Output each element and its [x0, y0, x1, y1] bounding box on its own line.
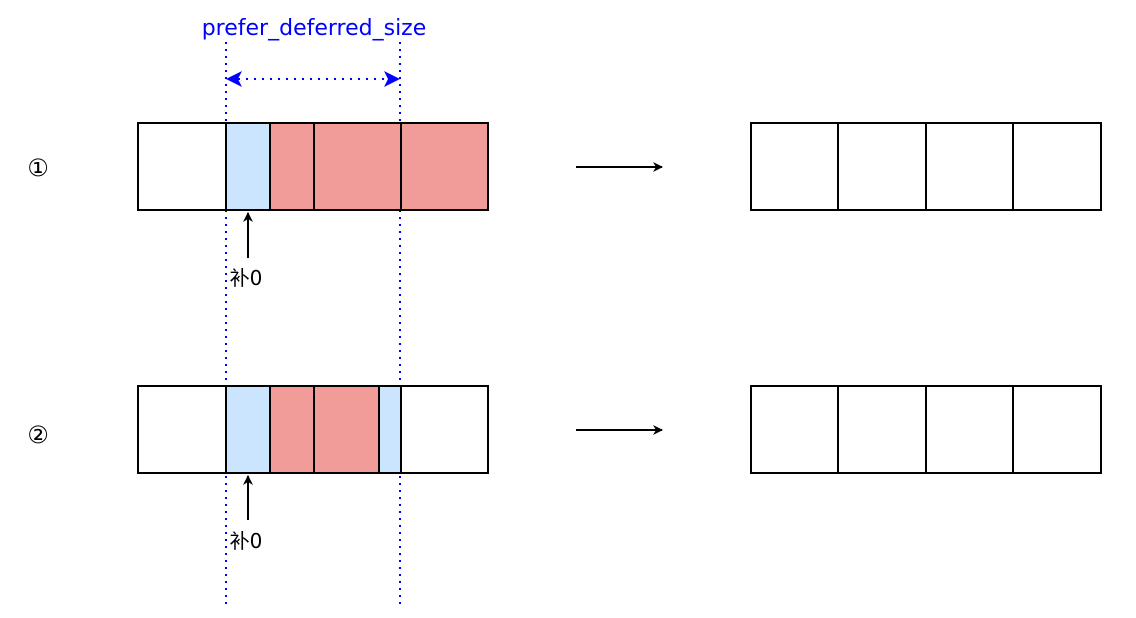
after-buffer	[750, 385, 1102, 474]
cell-empty	[925, 122, 1014, 211]
cell-empty	[137, 385, 227, 474]
size-annotation: prefer_deferred_size	[202, 16, 427, 606]
cell-data	[269, 385, 315, 474]
pointer-label: 补0	[230, 266, 263, 290]
cell-empty	[837, 122, 927, 211]
row-2: ② 补0	[27, 385, 1102, 553]
row-1: ① 补0	[27, 122, 1102, 290]
cell-data	[400, 122, 489, 211]
row-marker: ②	[27, 421, 49, 449]
cell-empty	[400, 385, 489, 474]
cell-empty	[837, 385, 927, 474]
pointer-label: 补0	[230, 529, 263, 553]
cell-empty	[1012, 122, 1102, 211]
range-arrowhead-right	[384, 71, 400, 87]
cell-padding	[378, 385, 402, 474]
cell-data	[313, 385, 380, 474]
cell-empty	[750, 122, 839, 211]
size-annotation-label: prefer_deferred_size	[202, 16, 427, 41]
cell-empty	[1012, 385, 1102, 474]
cell-data	[269, 122, 315, 211]
row-marker: ①	[27, 154, 49, 182]
cell-empty	[925, 385, 1014, 474]
cell-padding	[225, 122, 271, 211]
after-buffer	[750, 122, 1102, 211]
before-buffer	[137, 122, 489, 211]
cell-data	[313, 122, 402, 211]
before-buffer	[137, 385, 489, 474]
cell-padding	[225, 385, 271, 474]
range-arrowhead-left	[226, 71, 242, 87]
cell-empty	[137, 122, 227, 211]
cell-empty	[750, 385, 839, 474]
